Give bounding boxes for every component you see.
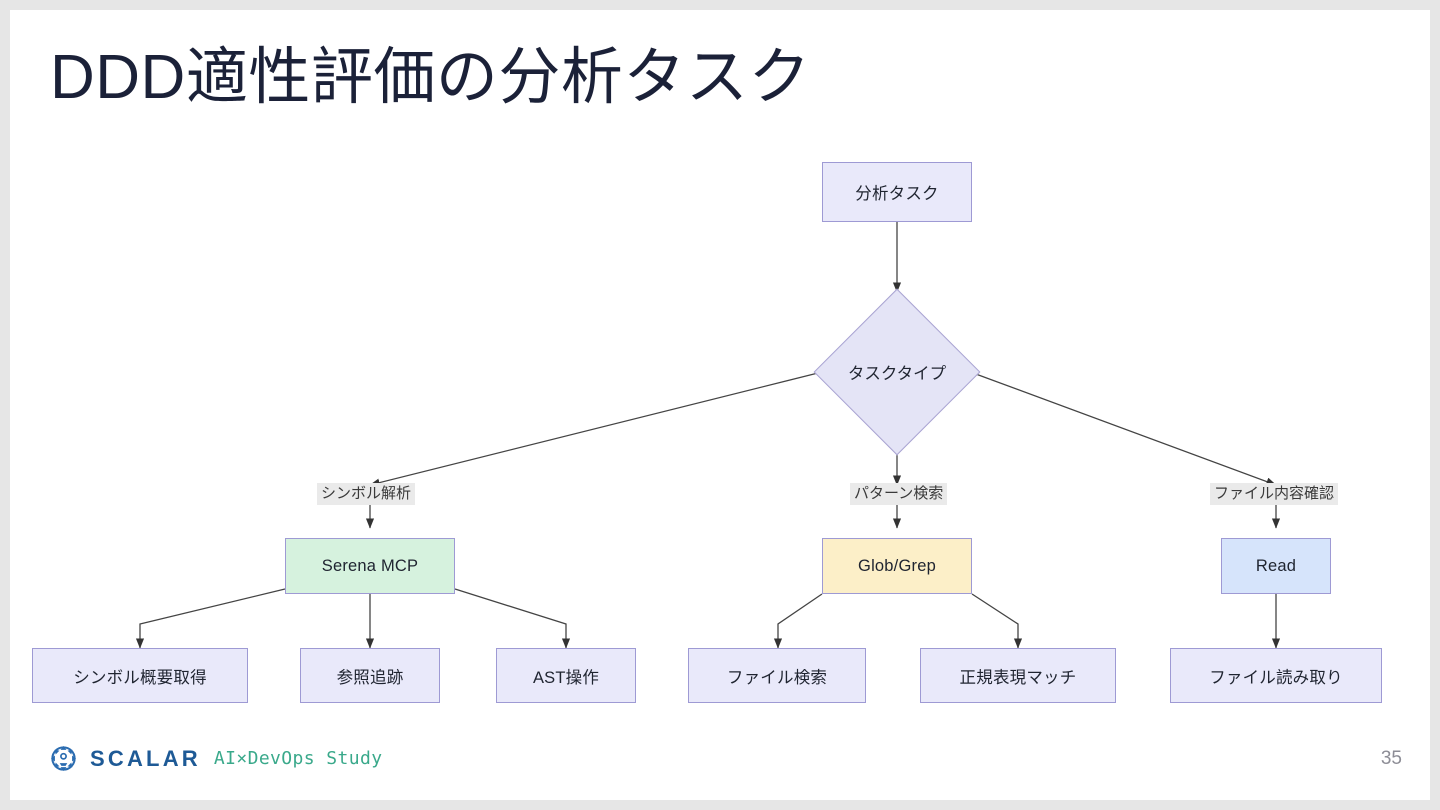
edge-label-pattern-search: パターン検索 <box>850 483 948 506</box>
node-tool-label: Read <box>1255 556 1297 575</box>
scalar-gear-logo-icon <box>51 746 76 771</box>
flowchart-diagram: 分析タスク タスクタイプ シンボル解析 パターン検索 ファイル内容確認 Sere… <box>10 10 1430 800</box>
node-decision[interactable]: タスクタイプ <box>813 288 981 456</box>
page-number: 35 <box>1380 748 1402 769</box>
footer-tagline: AI×DevOps Study <box>213 748 383 769</box>
node-decision-label: タスクタイプ <box>847 365 947 383</box>
page-title: DDD適性評価の分析タスク <box>50 43 811 112</box>
node-leaf-file-read[interactable]: ファイル読み取り <box>1170 648 1382 703</box>
edge-label-text: ファイル内容確認 <box>1214 485 1335 502</box>
edge-label-text: シンボル解析 <box>321 485 412 502</box>
node-leaf-label: 参照追跡 <box>336 668 404 687</box>
node-tool-glob-grep[interactable]: Glob/Grep <box>822 538 972 594</box>
edge-label-file-content-check: ファイル内容確認 <box>1210 483 1339 506</box>
node-leaf-label: 正規表現マッチ <box>959 668 1077 687</box>
node-leaf-file-search[interactable]: ファイル検索 <box>688 648 866 703</box>
node-leaf-label: ファイル検索 <box>726 668 828 687</box>
node-leaf-label: AST操作 <box>532 668 600 687</box>
node-root[interactable]: 分析タスク <box>822 162 972 222</box>
footer-branding: SCALAR AI×DevOps Study <box>50 745 382 772</box>
node-leaf-regex-match[interactable]: 正規表現マッチ <box>920 648 1116 703</box>
node-leaf-reference-tracking[interactable]: 参照追跡 <box>300 648 440 703</box>
node-tool-label: Glob/Grep <box>858 556 936 575</box>
node-root-label: 分析タスク <box>855 185 939 203</box>
edge-label-symbol-analysis: シンボル解析 <box>317 483 416 506</box>
node-leaf-symbol-overview[interactable]: シンボル概要取得 <box>32 648 248 703</box>
node-tool-serena-mcp[interactable]: Serena MCP <box>285 538 455 594</box>
node-tool-label: Serena MCP <box>321 556 419 575</box>
brand-name: SCALAR <box>90 745 201 771</box>
edge-label-text: パターン検索 <box>854 485 944 502</box>
node-leaf-ast-operation[interactable]: AST操作 <box>496 648 636 703</box>
slide-canvas: DDD適性評価の分析タスク <box>10 10 1430 800</box>
node-tool-read[interactable]: Read <box>1221 538 1331 594</box>
node-leaf-label: シンボル概要取得 <box>73 668 207 687</box>
node-leaf-label: ファイル読み取り <box>1209 668 1343 687</box>
